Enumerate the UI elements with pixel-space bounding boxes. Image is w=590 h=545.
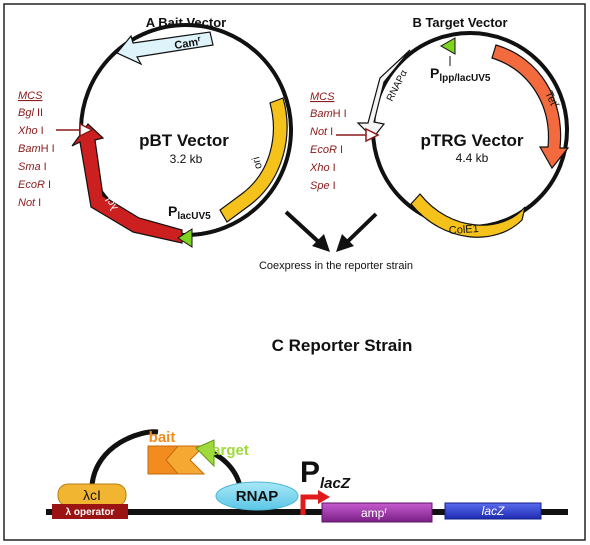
rnap-ellipse (215, 481, 299, 511)
pbt-mcs-site-2: BamH I (18, 143, 55, 155)
cam-label: Camr (173, 34, 202, 52)
placz-promoter-head (318, 490, 330, 504)
amp-resistance-gene (321, 502, 433, 523)
lacz-label: lacZ (482, 504, 505, 518)
dna-loop-left (89, 429, 159, 486)
panel-c-title: C Reporter Strain (272, 336, 413, 355)
pbt-vector-name: pBT Vector (139, 131, 229, 150)
lambda-ci-arrow (71, 123, 183, 244)
pbt-mcs-site-1: Xho I (17, 125, 44, 137)
ptrg-mcs-list: BamH I Not I EcoR I Xho I Spe I (309, 108, 347, 192)
tet-resistance-arrow (491, 44, 570, 170)
cole1-label: ColE1 (448, 223, 479, 237)
panel-b-title: B Target Vector (412, 15, 507, 30)
pbt-mcs-site-3: Sma I (18, 161, 47, 173)
pbt-mcs-site-0: Bgl II (18, 107, 43, 119)
ptrg-promoter-arrow (439, 37, 456, 55)
arrow-from-pbt-head (312, 234, 330, 252)
ptrg-mcs-marker (365, 127, 380, 143)
lambda-operator-box (52, 504, 128, 519)
ptrg-mcs-site-1: Not I (310, 126, 333, 138)
reporter-dna-line (46, 509, 568, 515)
pbt-mcs-marker (79, 122, 94, 138)
pbt-vector-size: 3.2 kb (170, 152, 203, 166)
amp-label: ampr (361, 506, 387, 520)
arrow-from-ptrg (342, 212, 378, 247)
placz-label: PlacZ (300, 456, 351, 492)
lacz-gene (444, 502, 542, 520)
pbt-mcs-site-4: EcoR I (18, 179, 51, 191)
placz-promoter-arrow (300, 494, 320, 515)
ori-segment (219, 97, 288, 223)
pbt-mcs-list: Bgl II Xho I BamH I Sma I EcoR I Not I (17, 107, 55, 209)
ptrg-plasmid-ring (371, 31, 569, 229)
pbt-mcs-site-5: Not I (18, 197, 41, 209)
target-label: target (207, 442, 249, 459)
pbt-mcs-title: MCS (18, 90, 43, 102)
bait-label: bait (149, 429, 176, 446)
lambda-operator-label: λ operator (66, 507, 115, 518)
outer-frame (3, 3, 586, 541)
ptrg-promoter-label: Plpp/lacUV5 (430, 65, 491, 84)
reporter-lambda-ci-label: λcI (83, 487, 101, 503)
ptrg-mcs-title: MCS (310, 91, 335, 103)
arrow-from-pbt (284, 210, 324, 247)
ptrg-mcs-site-0: BamH I (310, 108, 347, 120)
ptrg-mcs-site-3: Xho I (309, 162, 336, 174)
ptrg-vector-name: pTRG Vector (421, 131, 524, 150)
cole1-segment (410, 193, 526, 238)
arrow-from-ptrg-head (336, 234, 354, 252)
ptrg-mcs-site-4: Spe I (310, 180, 336, 192)
ori-label: ori (250, 155, 265, 170)
ptrg-mcs-site-2: EcoR I (310, 144, 343, 156)
cam-resistance-arrow (116, 31, 214, 66)
ptrg-vector-size: 4.4 kb (456, 151, 489, 165)
target-shape (195, 439, 215, 468)
pbt-promoter-label: PlacUV5 (168, 203, 211, 222)
coexpress-label: Coexpress in the reporter strain (259, 260, 413, 272)
pbt-promoter-arrow (177, 228, 193, 248)
rnap-label: RNAP (236, 488, 279, 505)
tet-label: Tetr (542, 88, 562, 110)
